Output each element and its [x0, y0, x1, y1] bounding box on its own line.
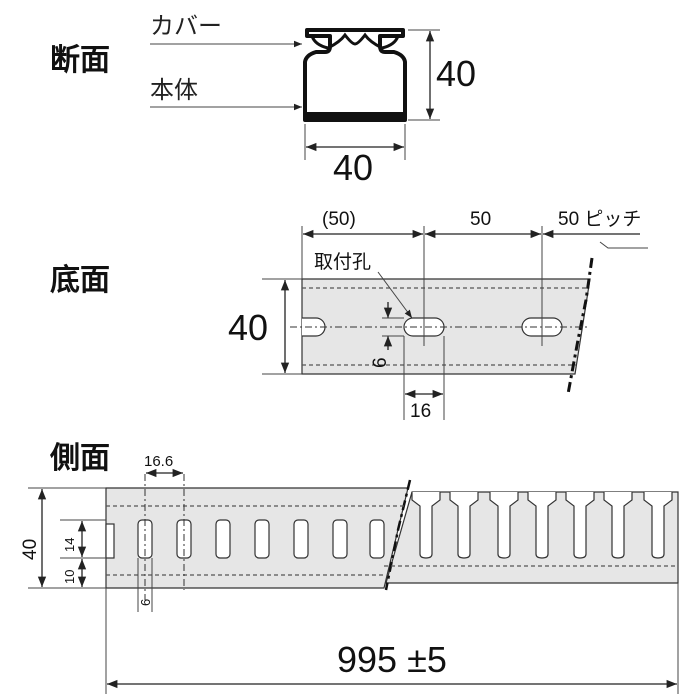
bottom-slot-width-value: 6 — [370, 357, 391, 368]
side-slot — [332, 519, 348, 559]
side-slot — [293, 519, 309, 559]
side-break-line — [384, 479, 412, 591]
side-slot — [254, 519, 270, 559]
side-slot-offset-value: 10 — [62, 570, 77, 584]
section-height-value: 40 — [436, 53, 476, 94]
side-slot-width-value: 6 — [138, 599, 153, 606]
bottom-view: 底面 (50) 50 50 ピッチ 取付孔 40 — [50, 209, 648, 422]
section-title: 断面 — [50, 43, 110, 78]
side-slot — [215, 519, 231, 559]
side-finger — [565, 492, 595, 559]
cover-profile — [310, 32, 400, 50]
bottom-first-pitch-value: (50) — [322, 209, 356, 230]
side-slot-height-value: 14 — [62, 538, 77, 552]
bottom-break-line — [566, 257, 594, 395]
side-finger — [449, 492, 479, 559]
bottom-second-pitch-value: 50 — [470, 209, 491, 230]
bottom-pitch-value: 50 ピッチ — [558, 209, 641, 230]
bottom-slot-length-value: 16 — [410, 401, 431, 422]
hole-label: 取付孔 — [314, 251, 371, 273]
section-width-value: 40 — [333, 147, 373, 188]
side-finger — [643, 492, 673, 559]
bottom-width-value: 40 — [228, 307, 268, 348]
body-base — [304, 112, 406, 120]
bottom-title: 底面 — [50, 263, 110, 298]
side-length-value: 995 ±5 — [337, 639, 447, 680]
side-finger — [489, 492, 519, 559]
side-height-value: 40 — [20, 539, 41, 560]
hole-leader — [377, 271, 413, 319]
side-view: 側面 — [20, 441, 679, 694]
side-title: 側面 — [49, 441, 110, 476]
body-profile — [303, 28, 407, 122]
side-slots-left — [137, 519, 385, 559]
side-slot — [369, 519, 385, 559]
side-finger — [527, 492, 557, 559]
body-label: 本体 — [150, 76, 198, 104]
side-slots-right — [411, 492, 673, 559]
side-pitch-value: 16.6 — [144, 453, 173, 470]
section-view: 断面 カバー 本体 40 40 — [50, 12, 476, 188]
side-end-notch — [105, 523, 115, 559]
side-finger — [603, 492, 633, 559]
cover-label: カバー — [150, 12, 222, 40]
side-finger — [411, 492, 441, 559]
